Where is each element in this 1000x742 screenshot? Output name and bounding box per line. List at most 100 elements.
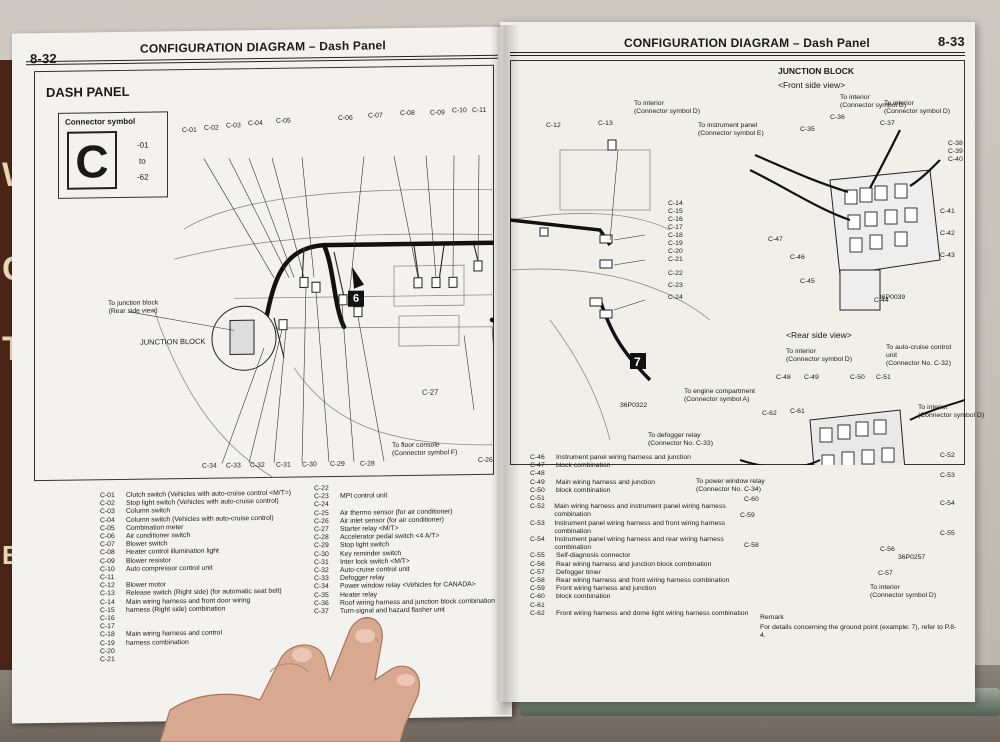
legend-code: C-46 [530,454,545,461]
legend-code: C-48 [530,470,545,478]
connector-label-c-62: C-62 [762,410,777,417]
connector-label-c-56: C-56 [880,546,895,553]
header-rule-right [510,52,965,53]
legend-description: Main wiring harness and instrument panel… [554,503,726,519]
legend-description: Rear wiring harness and front wiring har… [556,577,730,585]
code-front: 36P0039 [878,294,906,301]
hand-photo [160,617,420,742]
connector-label-c-14: C-14 [668,200,683,207]
rear-side-view-title: <Rear side view> [786,330,852,340]
legend-right-row: C-50 block combination [530,487,750,495]
legend-description: block combination [556,486,611,494]
connector-label-c-47: C-47 [768,236,783,243]
connector-label-c-51: C-51 [876,374,891,381]
junction-block-title: JUNCTION BLOCK [778,66,855,76]
connector-label-c-16: C-16 [668,216,683,223]
connector-label-c-24: C-24 [668,294,683,301]
connector-label-c-21: C-21 [668,256,683,263]
legend-description: Front wiring harness and junction [556,585,657,593]
connector-label-c-10: C-10 [452,107,467,115]
connector-label-c-38: C-38 [948,140,963,147]
legend-description: Instrument panel wiring harness and rear… [554,536,724,552]
connector-label-c-58: C-58 [744,542,759,549]
connector-label-c-09: C-09 [430,109,445,117]
connector-label-c-07: C-07 [368,112,383,120]
legend-description: Rear wiring harness and junction block c… [556,560,712,568]
to-interior-callout-3: To interior (Connector symbol D) [884,100,951,115]
code-rear: 36P0257 [898,554,926,561]
legend-right-row: C-57 Defogger timer [530,569,750,577]
page-header-right: CONFIGURATION DIAGRAM – Dash Panel [624,36,870,50]
connector-label-c-55: C-55 [940,530,955,537]
legend-right-row: C-55 Self-diagnosis connector [530,552,750,560]
to-interior-callout-2: To interior (Connector symbol D) [840,94,907,109]
connector-label-c-05: C-05 [276,117,291,125]
to-interior-callout: To interior (Connector symbol D) [634,100,701,115]
junction-rear-callout: To junction block (Rear side view) [108,299,159,316]
connector-label-c-32: C-32 [250,461,265,470]
to-interior-callout-5: To interior (Connector symbol D) [918,404,985,419]
legend-code: C-58 [530,577,545,585]
legend-description: Front wiring harness and dome light wiri… [556,609,749,617]
connector-label-c-41: C-41 [940,208,955,215]
right-page: CONFIGURATION DIAGRAM – Dash Panel 8-33 … [500,22,984,702]
connector-label-c-11: C-11 [472,106,487,115]
connector-label-c-46: C-46 [790,254,805,261]
connector-label-c-23: C-23 [668,282,683,289]
legend-description: Heater control illumination light [126,548,219,557]
connector-label-c-49: C-49 [804,374,819,381]
connector-label-c-22: C-22 [668,270,683,277]
legend-right-row: C-60 block combination [530,593,750,601]
legend-code: C-55 [530,552,545,560]
legend-description: Main wiring harness and junction [556,478,655,486]
connector-label-c-19: C-19 [668,240,683,247]
connector-label-c-15: C-15 [668,208,683,215]
legend-description: block combination [556,593,611,601]
connector-label-c-53: C-53 [940,472,955,479]
legend-right-row: C-51 [530,495,750,503]
to-interior-callout-4: To interior (Connector symbol D) [786,348,853,363]
connector-label-c-44: C-44 [874,297,889,304]
legend-code: C-60 [530,593,545,601]
c27-label: C-27 [422,387,439,397]
connector-label-c-39: C-39 [948,148,963,155]
connector-label-c-36: C-36 [830,114,845,121]
connector-label-c-42: C-42 [940,230,955,237]
connector-label-c-35: C-35 [800,126,815,133]
legend-code: C-47 [530,462,545,470]
legend-code: C-56 [530,560,545,568]
legend-code: C-51 [530,495,545,503]
legend-description: Defogger timer [556,568,601,576]
legend-right-row: C-47 block combination [530,462,750,470]
to-instrument-panel-callout: To instrument panel (Connector symbol E) [698,122,764,137]
legend-description: block combination [556,462,611,470]
legend-right-row: C-58 Rear wiring harness and front wiring… [530,577,750,585]
remark-text: For details concerning the ground point … [760,624,957,639]
ground-badge-6: 6 [348,290,364,307]
legend-description: Instrument panel wiring harness and fron… [554,519,726,535]
legend-code: C-59 [530,585,545,593]
connector-label-c-13: C-13 [598,120,613,127]
legend-description: Auto compressor control unit [126,564,213,573]
junction-block-drawing: 7 [510,129,965,465]
connector-label-c-20: C-20 [668,248,683,255]
legend-description: Accelerator pedal switch <4 A/T> [340,532,440,542]
to-engine-callout: To engine compartment (Connector symbol … [684,388,756,403]
legend-code: C-57 [530,568,545,576]
connector-label-c-31: C-31 [276,461,291,469]
legend-code: C-50 [530,486,545,494]
to-defogger-callout: To defogger relay (Connector No. C-33) [648,432,713,447]
left-page: 8-32 CONFIGURATION DIAGRAM – Dash Panel … [12,26,512,724]
header-rule-right-2 [510,55,965,56]
connector-label-c-54: C-54 [940,500,955,507]
connector-label-c-45: C-45 [800,278,815,285]
legend-description: Self-diagnosis connector [556,552,631,560]
connector-label-c-60: C-60 [744,496,759,503]
connector-label-c-29: C-29 [330,460,345,469]
